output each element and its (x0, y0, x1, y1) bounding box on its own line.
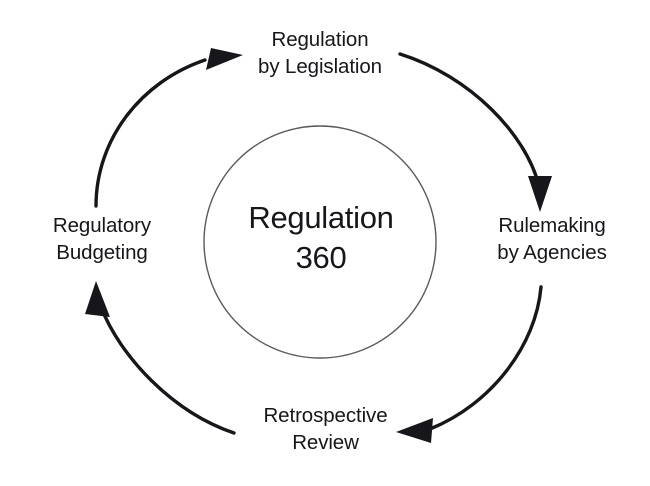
arrow-top-to-right (398, 52, 552, 212)
node-label-rulemaking-by-agencies: Rulemaking by Agencies (497, 214, 607, 265)
inner-circle (203, 125, 437, 359)
arrow-bottom-to-left (85, 281, 236, 435)
arrow-left-to-top-arc (94, 58, 207, 208)
arrow-right-to-bottom (396, 285, 543, 443)
arrow-left-to-top-head (206, 48, 243, 70)
arrow-bottom-to-left-arc (99, 305, 236, 435)
arrow-right-to-bottom-arc (428, 285, 543, 431)
arrow-bottom-to-left-head (85, 281, 110, 317)
node-label-regulatory-budgeting: Regulatory Budgeting (52, 214, 152, 265)
arrow-right-to-bottom-head (396, 418, 433, 443)
node-label-regulation-by-legislation: Regulation by Legislation (258, 28, 382, 79)
arrow-left-to-top (94, 48, 243, 208)
arrow-top-to-right-arc (398, 52, 541, 188)
center-title: Regulation 360 (248, 200, 394, 276)
node-label-retrospective-review: Retrospective Review (263, 404, 388, 455)
arrow-top-to-right-head (528, 176, 552, 212)
